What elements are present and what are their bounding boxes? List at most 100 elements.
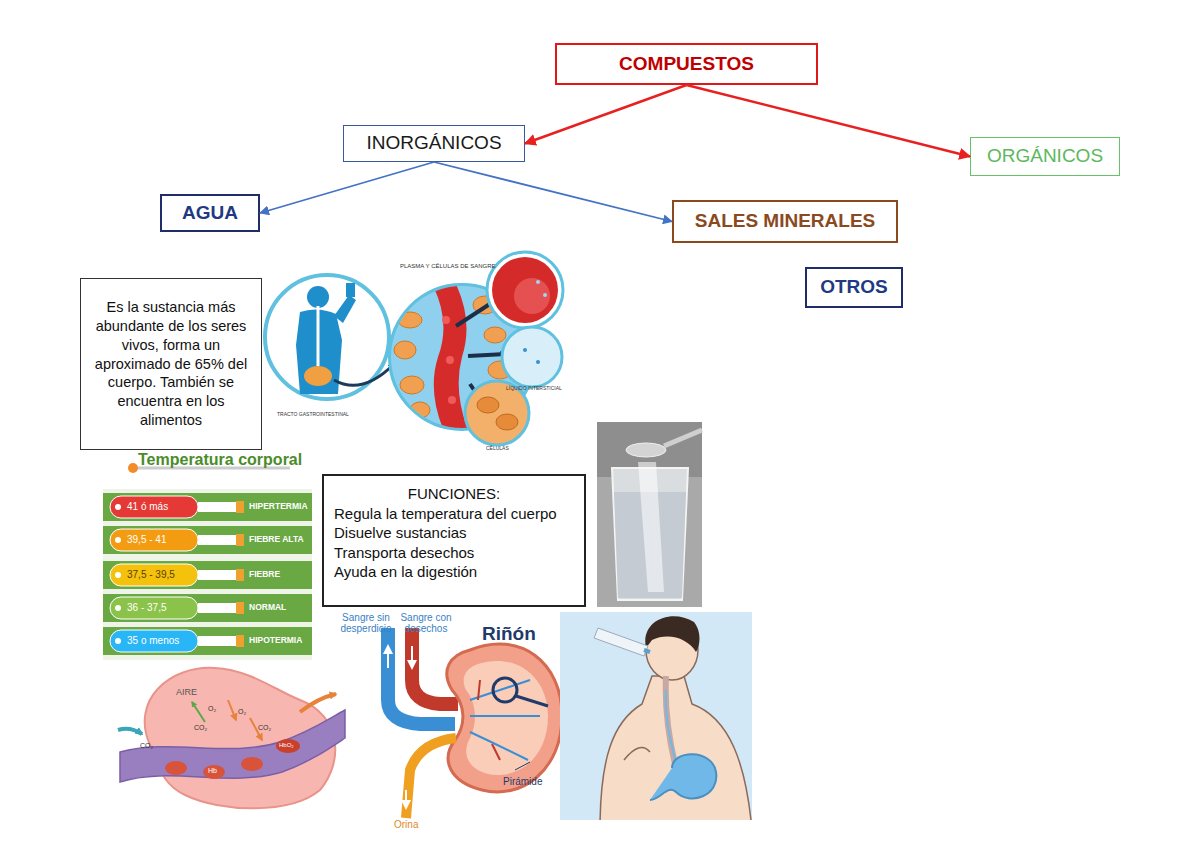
blood-plasma-icon [446, 356, 454, 364]
kidney-illustration [383, 628, 562, 818]
alveolus-illustration [228, 700, 236, 720]
illustration-label: 37,5 - 39,5 [127, 569, 175, 580]
person-drinking-illustration [600, 676, 752, 820]
box-text: Ayuda en la digestión [334, 562, 574, 582]
box-text: Transporta desechos [334, 543, 574, 563]
illustration-label: Sangre con desechos [398, 612, 454, 634]
alveolus-illustration [203, 765, 225, 779]
blood-plasma-icon [442, 316, 450, 324]
temperature-chart [236, 534, 244, 546]
concept-box: INORGÁNICOS [343, 125, 525, 162]
temperature-chart [115, 638, 121, 644]
person-drinking-illustration [594, 628, 648, 656]
temperature-chart [110, 597, 198, 619]
box-heading: FUNCIONES: [334, 484, 574, 504]
temperature-chart [103, 489, 312, 660]
illustration-label: CÉLULAS [486, 446, 509, 452]
temperature-chart [198, 570, 236, 580]
alveolus-illustration [300, 694, 336, 712]
drinking-figure-icon [317, 306, 320, 366]
kidney-illustration [407, 660, 417, 670]
illustration-label: 36 - 37,5 [127, 602, 166, 613]
connector-arrow [260, 162, 434, 213]
alveolus-illustration [120, 710, 345, 782]
temperature-chart [103, 561, 312, 589]
alveolus-illustration [276, 739, 300, 753]
box-text: Regula la temperatura del cuerpo [334, 504, 574, 524]
kidney-illustration [516, 696, 548, 706]
kidney-illustration [470, 680, 540, 760]
temperature-chart [236, 635, 244, 647]
illustration-label: CO₂ [194, 724, 207, 732]
illustration-label: FIEBRE ALTA [249, 535, 304, 544]
temperature-chart [110, 564, 198, 586]
temperature-chart [110, 630, 198, 652]
illustration-label: CO₂ [258, 724, 271, 732]
temperature-chart [198, 603, 236, 613]
illustration-label: O₂ [238, 708, 246, 716]
temperature-chart [103, 627, 312, 655]
cells-zoom [496, 414, 518, 430]
drinking-figure-icon [304, 366, 332, 386]
red-cell-zoom [487, 252, 563, 328]
kidney-illustration [447, 644, 562, 792]
red-cell-zoom [487, 252, 563, 328]
box-text: COMPUESTOS [563, 52, 810, 77]
temperature-chart [198, 535, 236, 545]
illustration-label: 41 ó más [127, 501, 168, 512]
blood-plasma-icon [484, 327, 506, 343]
kidney-illustration [493, 678, 517, 702]
connector-arrow [434, 162, 672, 222]
temperature-chart [110, 529, 198, 551]
blood-plasma-icon [394, 341, 416, 359]
temperature-chart [128, 463, 138, 473]
temperature-chart [236, 501, 244, 513]
box-text: SALES MINERALES [680, 209, 890, 234]
blood-plasma-icon [468, 354, 506, 356]
description-box: Es la sustancia más abundante de los ser… [80, 278, 262, 450]
temperature-chart [103, 463, 312, 660]
interstitial-zoom [536, 360, 540, 364]
box-text: Es la sustancia más abundante de los ser… [89, 298, 253, 430]
glass-photo [597, 422, 702, 607]
glass-photo [638, 462, 664, 592]
illustration-label: HIPERTERMIA [249, 502, 308, 511]
temperature-chart [110, 496, 198, 518]
box-text: OTROS [813, 275, 895, 300]
root-concept-box: COMPUESTOS [555, 43, 818, 85]
illustration-label: Hb [208, 767, 217, 775]
interstitial-zoom [502, 327, 562, 387]
connector-arrow [525, 85, 687, 144]
kidney-illustration [406, 738, 456, 818]
alveolus-illustration [118, 729, 142, 734]
temperature-chart [236, 602, 244, 614]
red-cell-zoom [514, 278, 550, 314]
functions-box: FUNCIONES:Regula la temperatura del cuer… [322, 474, 586, 607]
kidney-illustration [383, 644, 393, 654]
concept-box: ORGÁNICOS [970, 137, 1120, 176]
concept-box: AGUA [160, 194, 260, 232]
illustration-label: LÍQUIDO INTERSTICIAL [506, 386, 562, 392]
red-cell-zoom [492, 257, 558, 323]
illustration-label: PLASMA Y CÉLULAS DE SANGRE [400, 263, 495, 270]
cells-zoom [477, 397, 499, 413]
alveolus-illustration [192, 702, 205, 722]
illustration-label: AIRE [176, 688, 197, 698]
alveolus-illustration [241, 757, 263, 771]
illustration-label: Riñón [482, 624, 536, 645]
alveolus-illustration [118, 668, 345, 808]
temperature-chart [103, 526, 312, 554]
interstitial-zoom [502, 327, 562, 387]
temperature-chart [115, 504, 121, 510]
connector-arrow [687, 85, 971, 157]
concept-box: OTROS [805, 267, 903, 308]
person-drinking-illustration [666, 690, 676, 762]
person-drinking-illustration [666, 676, 676, 768]
box-text: Disuelve sustancias [334, 523, 574, 543]
red-cell-zoom [543, 293, 547, 297]
drinking-figure-icon [346, 283, 355, 297]
kidney-illustration [515, 762, 530, 770]
temperature-chart [198, 502, 236, 512]
illustration-label: 39,5 - 41 [127, 534, 166, 545]
